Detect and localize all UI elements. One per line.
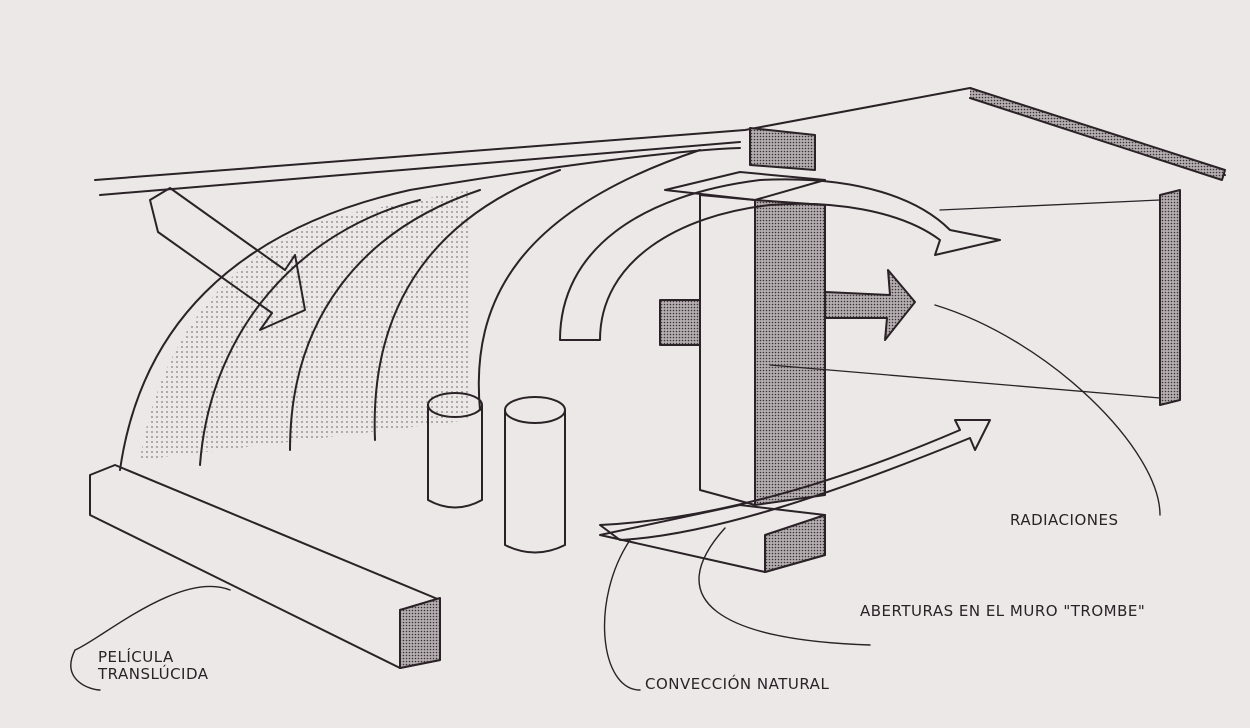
label-pelicula: PELÍCULA [98,648,174,666]
label-radiaciones: RADIACIONES [1010,511,1119,529]
trombe-wall [699,194,756,506]
label-aberturas-muro-trombe: ABERTURAS EN EL MURO "TROMBE" [860,602,1146,620]
label-translucida: TRANSLÚCIDA [98,665,209,683]
roof-line [94,87,1226,181]
greenhouse-base [89,464,441,669]
label-conveccion-natural: CONVECCIÓN NATURAL [645,675,830,693]
greenhouse-arc [119,147,741,471]
